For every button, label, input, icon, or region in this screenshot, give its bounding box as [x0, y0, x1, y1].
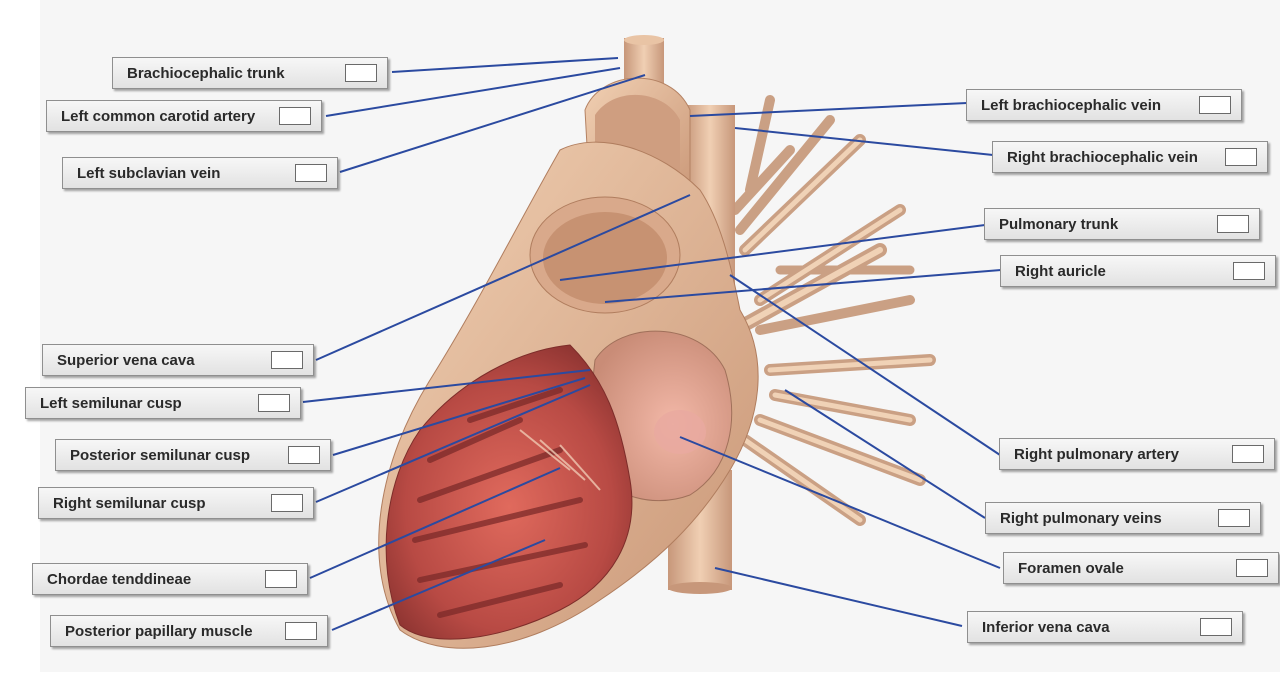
leader-left-semilunar	[302, 369, 591, 403]
answer-slot[interactable]	[1217, 215, 1249, 233]
brachiocephalic-top	[624, 35, 664, 45]
leader-right-auricle	[604, 269, 1002, 303]
label-text: Posterior papillary muscle	[65, 622, 253, 640]
label-foramen-ovale: Foramen ovale	[1003, 552, 1279, 584]
label-inferior-vena-cava: Inferior vena cava	[967, 611, 1243, 643]
leader-brachiocephalic-trunk	[391, 57, 619, 73]
chordae	[519, 429, 601, 491]
label-brachiocephalic-trunk: Brachiocephalic trunk	[112, 57, 388, 89]
leader-left-brachiocephalic-vein	[689, 102, 968, 117]
label-text: Left common carotid artery	[61, 107, 256, 125]
foramen-ovale-shape	[654, 410, 706, 454]
label-pulmonary-trunk: Pulmonary trunk	[984, 208, 1260, 240]
leader-right-semilunar	[315, 384, 591, 503]
answer-slot[interactable]	[271, 351, 303, 369]
leader-inferior-vena-cava	[714, 567, 963, 627]
leader-posterior-semilunar	[332, 377, 586, 456]
label-text: Right semilunar cusp	[53, 494, 206, 512]
answer-slot[interactable]	[258, 394, 290, 412]
answer-slot[interactable]	[288, 446, 320, 464]
label-posterior-semilunar-cusp: Posterior semilunar cusp	[55, 439, 331, 471]
leader-papillary	[331, 539, 546, 631]
label-text: Right pulmonary artery	[1014, 445, 1180, 463]
label-text: Foramen ovale	[1018, 559, 1124, 577]
pulmonary-branches-highlight	[732, 137, 933, 523]
label-text: Brachiocephalic trunk	[127, 64, 285, 82]
answer-slot[interactable]	[1236, 559, 1268, 577]
label-left-brachiocephalic-vein: Left brachiocephalic vein	[966, 89, 1242, 121]
answer-slot[interactable]	[285, 622, 317, 640]
answer-slot[interactable]	[1200, 618, 1232, 636]
label-text: Chordae tenddineae	[47, 570, 192, 588]
answer-slot[interactable]	[1233, 262, 1265, 280]
label-text: Left subclavian vein	[77, 164, 221, 182]
leader-pulmonary-trunk	[559, 224, 986, 281]
label-left-common-carotid-artery: Left common carotid artery	[46, 100, 322, 132]
label-superior-vena-cava: Superior vena cava	[42, 344, 314, 376]
label-left-semilunar-cusp: Left semilunar cusp	[25, 387, 301, 419]
answer-slot[interactable]	[1199, 96, 1231, 114]
leader-right-pulmonary-artery	[729, 274, 1001, 456]
leader-superior-vena-cava	[315, 194, 691, 361]
label-right-pulmonary-veins: Right pulmonary veins	[985, 502, 1261, 534]
answer-slot[interactable]	[279, 107, 311, 125]
leader-left-common-carotid	[325, 67, 621, 117]
inferior-vena-cava-end	[668, 582, 732, 594]
answer-slot[interactable]	[1218, 509, 1250, 527]
label-left-subclavian-vein: Left subclavian vein	[62, 157, 338, 189]
answer-slot[interactable]	[1232, 445, 1264, 463]
answer-slot[interactable]	[1225, 148, 1257, 166]
label-right-semilunar-cusp: Right semilunar cusp	[38, 487, 314, 519]
label-text: Inferior vena cava	[982, 618, 1110, 636]
label-text: Pulmonary trunk	[999, 215, 1119, 233]
answer-slot[interactable]	[265, 570, 297, 588]
trabeculae	[412, 387, 588, 618]
pulmonary-trunk-lumen	[543, 212, 667, 304]
label-posterior-papillary-muscle: Posterior papillary muscle	[50, 615, 328, 647]
leader-left-subclavian	[339, 74, 646, 173]
label-text: Superior vena cava	[57, 351, 195, 369]
label-text: Left brachiocephalic vein	[981, 96, 1162, 114]
answer-slot[interactable]	[345, 64, 377, 82]
leader-foramen-ovale	[679, 436, 1001, 569]
answer-slot[interactable]	[295, 164, 327, 182]
label-text: Right pulmonary veins	[1000, 509, 1162, 527]
label-right-pulmonary-artery: Right pulmonary artery	[999, 438, 1275, 470]
label-text: Posterior semilunar cusp	[70, 446, 251, 464]
label-right-auricle: Right auricle	[1000, 255, 1276, 287]
leader-right-brachiocephalic-vein	[734, 127, 994, 156]
leader-lines	[302, 57, 1002, 631]
label-text: Right brachiocephalic vein	[1007, 148, 1198, 166]
answer-slot[interactable]	[271, 494, 303, 512]
ventricle-muscle	[385, 344, 633, 640]
label-text: Right auricle	[1015, 262, 1106, 280]
leader-chordae	[309, 467, 561, 579]
leader-right-pulmonary-veins	[784, 389, 986, 519]
label-chordae-tenddineae: Chordae tenddineae	[32, 563, 308, 595]
label-text: Left semilunar cusp	[40, 394, 182, 412]
label-right-brachiocephalic-vein: Right brachiocephalic vein	[992, 141, 1268, 173]
